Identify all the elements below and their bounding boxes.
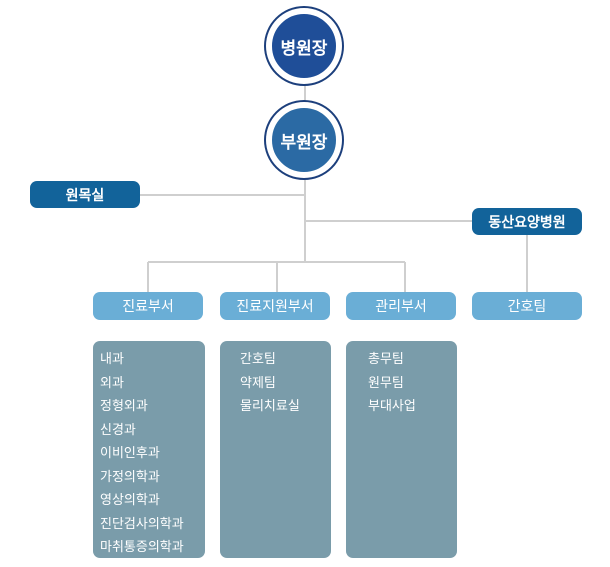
list-item: 간호팀 [240,352,276,367]
dept-medical-panel: 내과 외과 정형외과 신경과 이비인후과 가정의학과 영상의학과 진단검사의학과… [93,341,205,558]
dept-admin-label: 관리부서 [375,299,427,315]
nursing-team-label: 간호팀 [507,299,547,315]
dept-support-box: 진료지원부서 [220,292,330,320]
list-item: 정형외과 [100,399,148,414]
list-item: 내과 [100,352,124,367]
dept-admin-box: 관리부서 [346,292,456,320]
list-item: 총무팀 [368,352,404,367]
list-item: 영상의학과 [100,493,160,508]
dept-support-panel: 간호팀 약제팀 물리치료실 [220,341,331,558]
chaplain-office-box: 원목실 [30,181,140,208]
list-item: 신경과 [100,422,136,438]
list-item: 약제팀 [240,375,276,391]
vice-director-node: 부원장 [269,105,339,175]
dept-support-label: 진료지원부서 [236,299,314,315]
nursing-hospital-box: 동산요양병원 [472,208,582,235]
director-label: 병원장 [280,38,328,59]
nursing-hospital-label: 동산요양병원 [488,214,566,231]
dept-admin-panel: 총무팀 원무팀 부대사업 [346,341,457,558]
chaplain-office-label: 원목실 [65,187,105,204]
list-item: 부대사업 [368,399,416,414]
list-item: 이비인후과 [100,446,160,461]
list-item: 마취통증의학과 [100,540,184,555]
dept-medical-label: 진료부서 [122,299,174,315]
vice-director-label: 부원장 [280,132,328,153]
list-item: 물리치료실 [240,399,300,414]
list-item: 외과 [100,375,124,391]
dept-medical-box: 진료부서 [93,292,203,320]
list-item: 진단검사의학과 [100,516,184,532]
director-node: 병원장 [269,11,339,81]
nursing-team-box: 간호팀 [472,292,582,320]
list-item: 원무팀 [368,375,404,391]
list-item: 가정의학과 [100,469,160,485]
